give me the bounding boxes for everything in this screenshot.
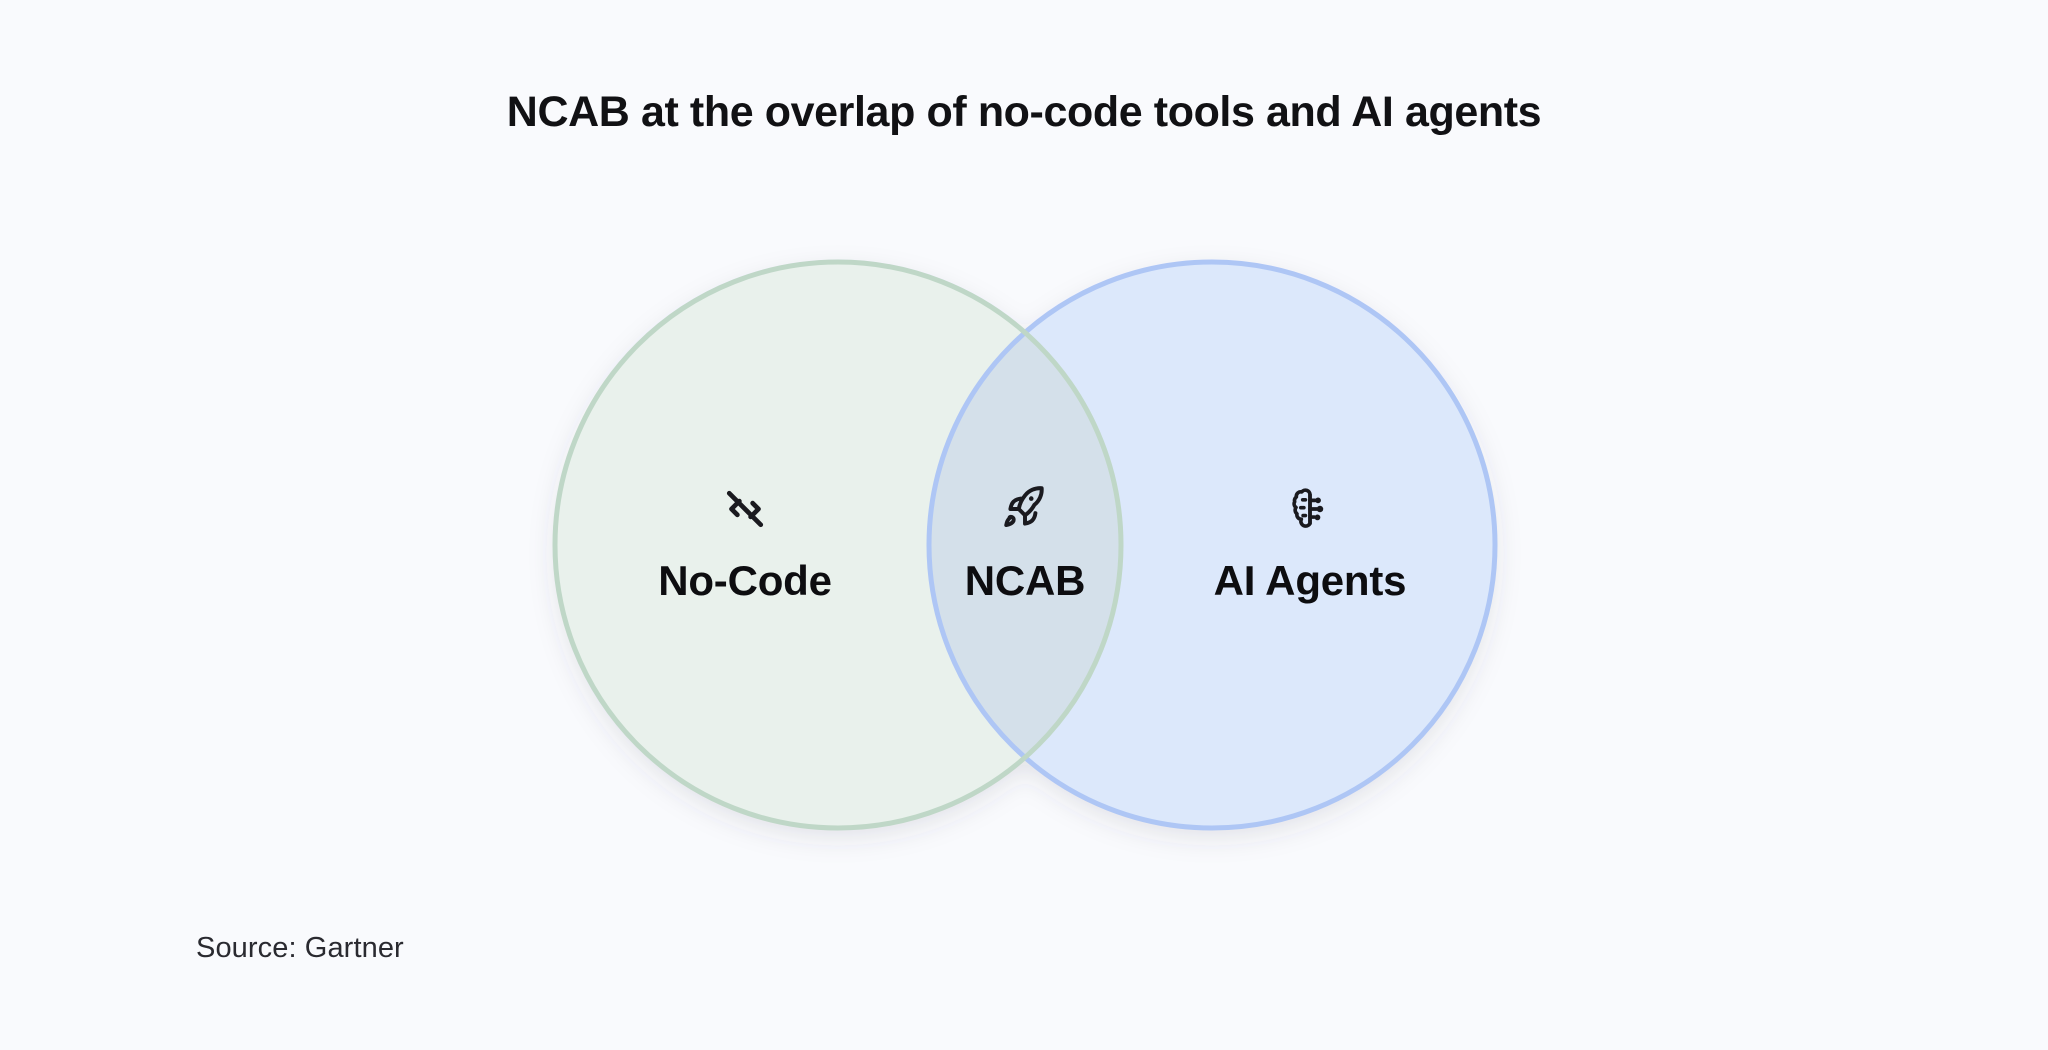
venn-label-ai-agents: AI Agents xyxy=(1213,557,1407,604)
venn-set-ai-agents[interactable]: AI Agents xyxy=(1130,480,1490,602)
venn-circle-ai-agents-outline xyxy=(926,259,1498,831)
venn-label-no-code: No-Code xyxy=(658,557,832,604)
venn-overlap-region[interactable] xyxy=(929,262,1495,828)
venn-set-no-code[interactable]: No-Code xyxy=(565,480,925,602)
venn-circle-no-code-outline xyxy=(552,259,1124,831)
page-title: NCAB at the overlap of no-code tools and… xyxy=(506,88,1542,136)
code-slash-icon xyxy=(565,480,925,538)
venn-label-ncab: NCAB xyxy=(964,557,1086,604)
venn-set-ncab[interactable]: NCAB xyxy=(845,480,1205,602)
rocket-icon xyxy=(845,480,1205,538)
brain-circuit-icon xyxy=(1130,480,1490,538)
source-note: Source: Gartner xyxy=(196,932,404,964)
